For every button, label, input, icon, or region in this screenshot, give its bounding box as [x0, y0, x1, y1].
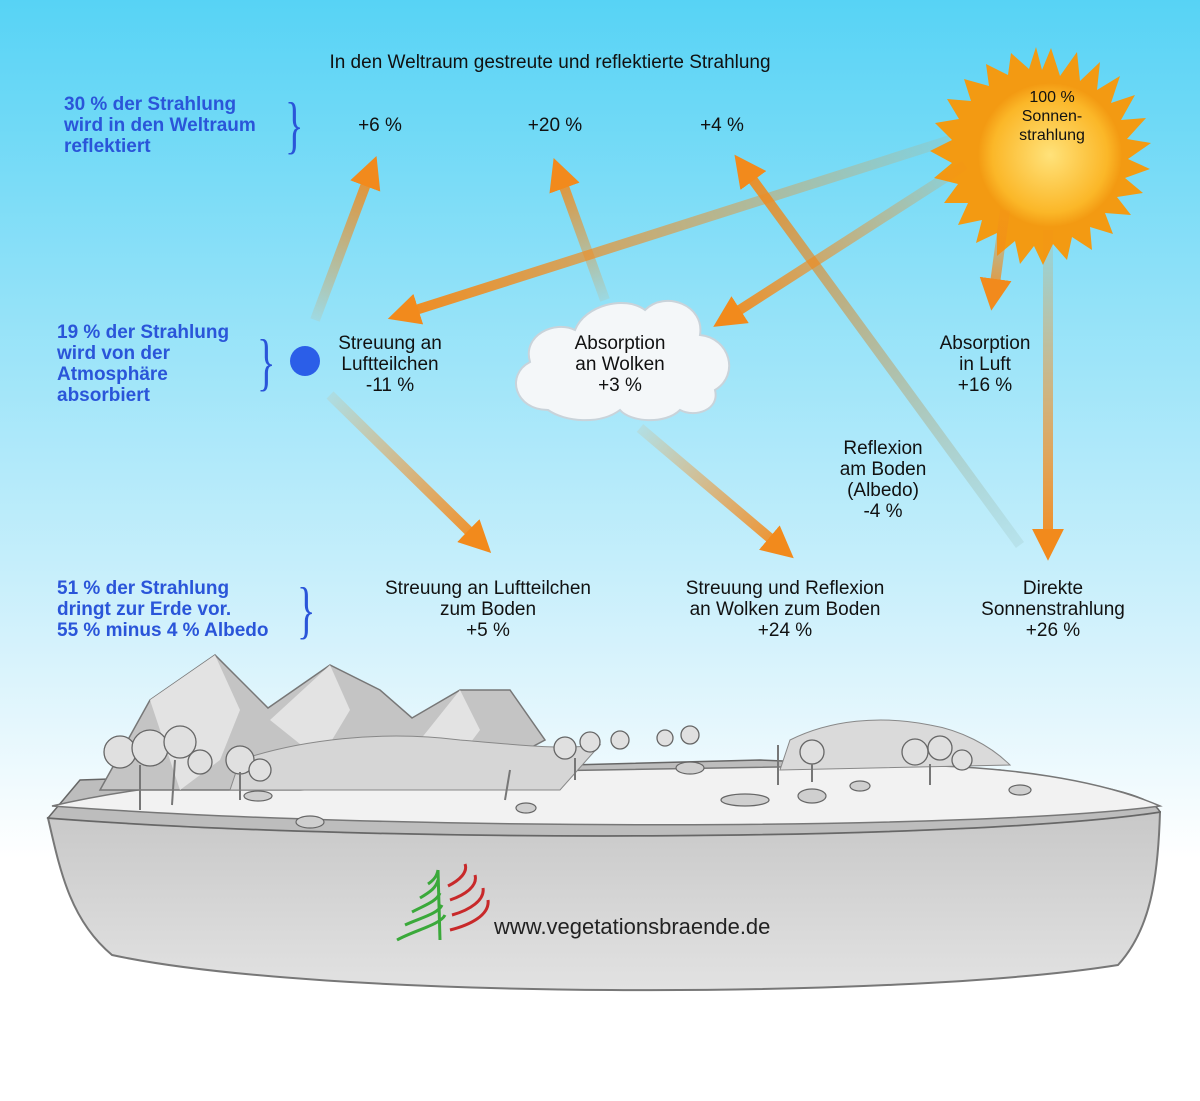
- arrow-cloud-to-ground: [636, 424, 794, 559]
- page-title: In den Weltraum gestreute und reflektier…: [329, 52, 771, 73]
- arrows-sun: [387, 135, 1065, 561]
- space-value-albedo: +4 %: [700, 115, 744, 136]
- arrow-scatter-to-space: [310, 156, 381, 322]
- arrow-sun-to-air-scatter: [387, 135, 952, 325]
- earth-ground: [46, 654, 1163, 992]
- sun-icon: [930, 47, 1151, 265]
- space-value-cloud: +20 %: [527, 115, 583, 136]
- brace-reflected: }: [285, 89, 304, 160]
- brace-absorbed: }: [257, 326, 276, 397]
- arrow-scatter-to-ground: [326, 391, 492, 553]
- cloud-icon: [515, 300, 731, 422]
- footer-url: www.vegetationsbraende.de: [494, 914, 771, 939]
- arrow-cloud-to-space: [549, 157, 610, 302]
- sun-label: 100 %Sonnen-strahlung: [1019, 89, 1085, 144]
- arrows-space: [310, 154, 1025, 548]
- air-particle-icon: [290, 346, 320, 376]
- arrow-sun-to-air-absorption: [979, 209, 1012, 311]
- arrow-sun-to-cloud: [713, 160, 968, 327]
- space-value-scatter: +6 %: [358, 115, 402, 136]
- arrow-albedo-to-space: [734, 154, 1025, 548]
- brace-reaching-earth: }: [297, 574, 316, 645]
- vegetationsbraende-logo-icon: [396, 863, 490, 942]
- arrows-ground: [326, 391, 794, 559]
